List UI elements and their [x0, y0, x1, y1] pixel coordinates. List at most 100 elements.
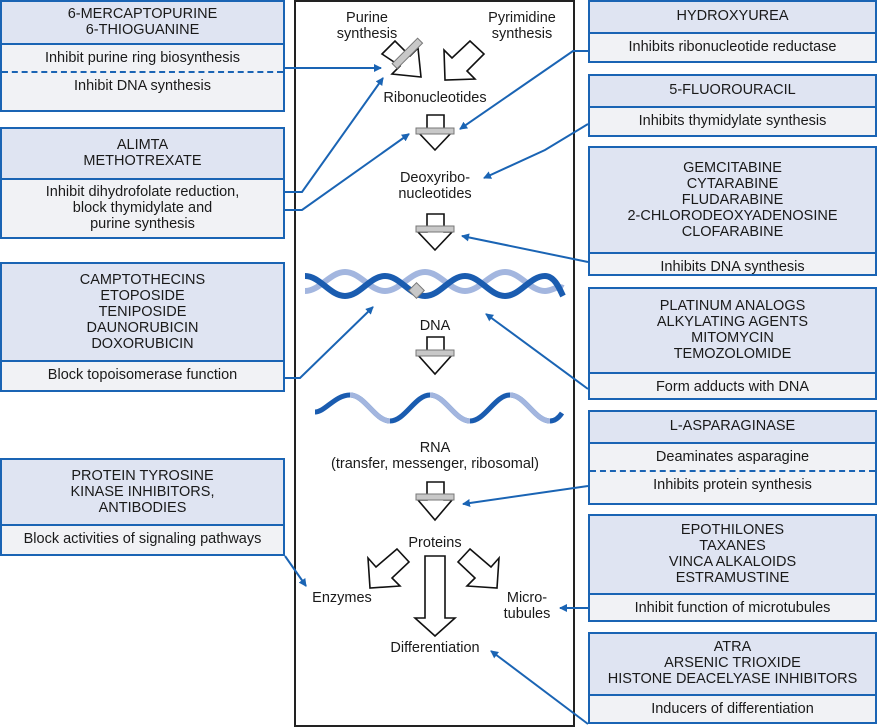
drug-box-methotrexate: ALIMTA METHOTREXATE Inhibit dihydrofolat… [0, 127, 285, 239]
drug-name: TAXANES [699, 538, 766, 554]
drug-names: PROTEIN TYROSINE KINASE INHIBITORS, ANTI… [2, 460, 283, 526]
drug-action: Inducers of differentiation [651, 701, 814, 717]
connector-methotrexate-thymidylate [285, 133, 410, 211]
purine-arrow-icon [380, 37, 424, 78]
drug-name: CAMPTOTHECINS [79, 272, 206, 288]
label-rna: RNA [419, 440, 451, 456]
drug-name: ARSENIC TRIOXIDE [664, 655, 801, 671]
drug-name: TENIPOSIDE [98, 304, 187, 320]
label-line: tubules [503, 606, 551, 622]
drug-names: CAMPTOTHECINS ETOPOSIDE TENIPOSIDE DAUNO… [2, 264, 283, 362]
label-line: Purine [346, 10, 388, 26]
drug-names: GEMCITABINE CYTARABINE FLUDARABINE 2-CHL… [590, 148, 875, 254]
label-rna-types: (transfer, messenger, ribosomal) [331, 456, 539, 472]
drug-name: METHOTREXATE [83, 153, 202, 169]
drug-name: DOXORUBICIN [91, 336, 194, 352]
label-line: synthesis [336, 26, 398, 42]
label-differentiation: Differentiation [390, 640, 480, 656]
label-line: synthesis [491, 26, 553, 42]
label-line: Pyrimidine [488, 10, 556, 26]
pyrimidine-arrow-icon [443, 39, 486, 81]
drug-name: GEMCITABINE [683, 160, 782, 176]
drug-names: L-ASPARAGINASE [590, 412, 875, 444]
protein-to-microtubules-arrow-icon [456, 547, 500, 589]
drug-names: ATRA ARSENIC TRIOXIDE HISTONE DEACELYASE… [590, 634, 875, 696]
drug-name: 5-FLUOROURACIL [669, 82, 796, 98]
label-enzymes: Enzymes [312, 590, 372, 606]
drug-name: KINASE INHIBITORS, [70, 484, 215, 500]
label-ribonucleotides: Ribonucleotides [383, 90, 487, 106]
drug-name: 2-CHLORODEOXYADENOSINE [627, 208, 838, 224]
drug-name: CLOFARABINE [681, 224, 784, 240]
drug-name: DAUNORUBICIN [86, 320, 199, 336]
drug-name: 6-THIOGUANINE [85, 22, 200, 38]
drug-action: Inhibits thymidylate synthesis [638, 113, 827, 129]
drug-name: PLATINUM ANALOGS [659, 298, 806, 314]
dna-to-rna-arrow-icon [415, 336, 455, 376]
drug-box-fluorouracil: 5-FLUOROURACIL Inhibits thymidylate synt… [588, 74, 877, 137]
connector-asparaginase [462, 485, 589, 507]
drug-action: Form adducts with DNA [655, 379, 810, 395]
drug-action: Deaminates asparagine [655, 449, 810, 465]
drug-action: Inhibit purine ring biosynthesis [44, 50, 241, 66]
connector-methotrexate-purine [285, 77, 384, 193]
drug-names: PLATINUM ANALOGS ALKYLATING AGENTS MITOM… [590, 289, 875, 374]
drug-names: 6-MERCAPTOPURINE 6-THIOGUANINE [2, 2, 283, 45]
drug-box-topoisomerase: CAMPTOTHECINS ETOPOSIDE TENIPOSIDE DAUNO… [0, 262, 285, 392]
drug-box-mercaptopurine: 6-MERCAPTOPURINE 6-THIOGUANINE Inhibit p… [0, 0, 285, 112]
drug-action: Inhibits DNA synthesis [660, 259, 805, 275]
drug-action: Inhibits protein synthesis [590, 470, 875, 498]
drug-name: ALKYLATING AGENTS [656, 314, 809, 330]
drug-name: CYTARABINE [686, 176, 779, 192]
drug-box-gemcitabine: GEMCITABINE CYTARABINE FLUDARABINE 2-CHL… [588, 146, 877, 276]
dna-helix-icon [304, 268, 566, 300]
drug-name: L-ASPARAGINASE [669, 418, 796, 434]
label-line: nucleotides [398, 186, 472, 202]
drug-name: VINCA ALKALOIDS [668, 554, 797, 570]
ribo-to-deoxy-arrow-icon [415, 114, 455, 152]
label-proteins: Proteins [408, 535, 462, 551]
drug-action: Inhibit function of microtubules [634, 600, 831, 616]
drug-action: Block topoisomerase function [47, 367, 238, 383]
drug-box-tyrosine-kinase: PROTEIN TYROSINE KINASE INHIBITORS, ANTI… [0, 458, 285, 556]
drug-box-atra: ATRA ARSENIC TRIOXIDE HISTONE DEACELYASE… [588, 632, 877, 724]
protein-to-enzymes-arrow-icon [367, 547, 411, 589]
drug-name: ESTRAMUSTINE [675, 570, 790, 586]
connectors [284, 50, 589, 725]
drug-name: ANTIBODIES [98, 500, 187, 516]
drug-names: 5-FLUOROURACIL [590, 76, 875, 108]
drug-box-hydroxyurea: HYDROXYUREA Inhibits ribonucleotide redu… [588, 0, 877, 63]
protein-to-differentiation-arrow-icon [412, 555, 458, 638]
connector-fluorouracil [483, 123, 589, 179]
label-line: Micro- [506, 590, 548, 606]
drug-name: ETOPOSIDE [100, 288, 185, 304]
rna-strand-icon [314, 392, 565, 424]
label-deoxyribonucleotides: Deoxyribo- nucleotides [380, 170, 490, 202]
drug-names: ALIMTA METHOTREXATE [2, 129, 283, 180]
drug-box-platinum: PLATINUM ANALOGS ALKYLATING AGENTS MITOM… [588, 287, 877, 400]
connector-gemcitabine [461, 233, 589, 263]
drug-name: ATRA [713, 639, 752, 655]
connector-tyrosine-kinase [284, 555, 307, 587]
drug-name: EPOTHILONES [680, 522, 785, 538]
drug-box-epothilones: EPOTHILONES TAXANES VINCA ALKALOIDS ESTR… [588, 514, 877, 622]
label-pyrimidine-synthesis: Pyrimidine synthesis [472, 10, 572, 42]
drug-action: Block activities of signaling pathways [23, 531, 262, 547]
drug-name: HYDROXYUREA [676, 8, 789, 24]
connector-topoisomerase [285, 306, 374, 379]
drug-name: HISTONE DEACELYASE INHIBITORS [607, 671, 858, 687]
rna-to-protein-arrow-icon [415, 481, 455, 522]
label-dna: DNA [419, 318, 451, 334]
label-purine-synthesis: Purine synthesis [332, 10, 402, 42]
drug-action: Inhibit dihydrofolate reduction, block t… [45, 184, 240, 232]
drug-box-asparaginase: L-ASPARAGINASE Deaminates asparagine Inh… [588, 410, 877, 505]
deoxy-to-dna-arrow-icon [415, 213, 455, 252]
connector-atra [490, 650, 589, 725]
drug-name: FLUDARABINE [681, 192, 784, 208]
drug-name: TEMOZOLOMIDE [673, 346, 792, 362]
drug-name: 6-MERCAPTOPURINE [67, 6, 218, 22]
drug-action: Inhibits ribonucleotide reductase [628, 39, 837, 55]
connector-hydroxyurea [459, 50, 588, 130]
drug-action: Inhibit DNA synthesis [2, 71, 283, 99]
